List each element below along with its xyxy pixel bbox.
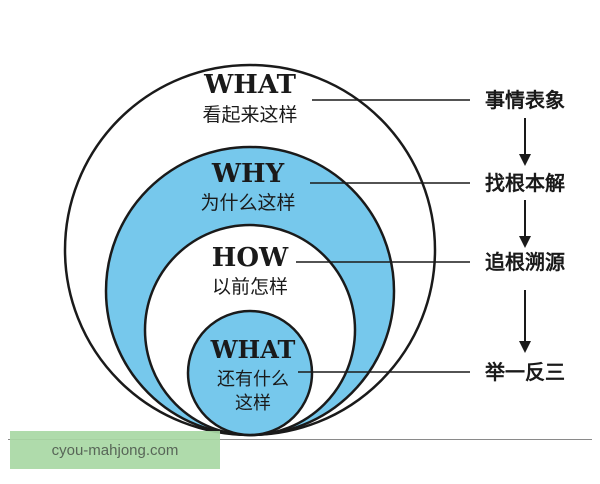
- ring-how-title: HOW: [212, 243, 289, 273]
- step-label-4: 举一反三: [484, 360, 565, 384]
- ring-inner-subtitle-line2: 这样: [235, 393, 271, 414]
- ring-inner-subtitle-line1: 还有什么: [217, 369, 289, 390]
- ring-inner-title: WHAT: [210, 335, 296, 364]
- ring-outer-subtitle: 看起来这样: [202, 104, 297, 126]
- step-label-2: 找根本解: [485, 171, 565, 195]
- ring-why-title: WHY: [211, 159, 285, 189]
- watermark-text: cyou-mahjong.com: [51, 441, 179, 459]
- ring-inner-what: [186, 309, 314, 437]
- step-label-3: 追根溯源: [485, 250, 565, 274]
- ring-outer-title: WHAT: [203, 70, 297, 100]
- ring-how-subtitle: 以前怎样: [212, 276, 288, 298]
- watermark-label: cyou-mahjong.com: [10, 431, 220, 469]
- divider-line: [8, 439, 592, 440]
- ring-why-subtitle: 为什么这样: [200, 192, 295, 214]
- step-label-1: 事情表象: [485, 88, 565, 112]
